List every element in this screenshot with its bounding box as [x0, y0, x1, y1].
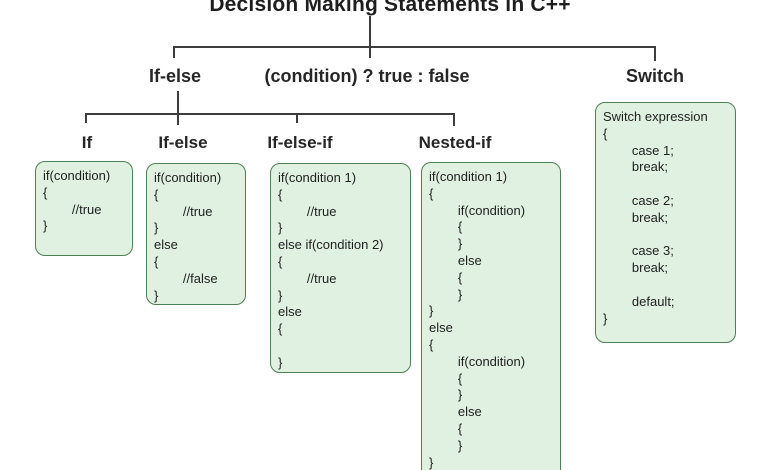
branch-label-if-else: If-else: [148, 66, 202, 86]
branch-label-switch: Switch: [625, 66, 684, 86]
code-box-switch: Switch expression { case 1; break; case …: [595, 102, 736, 343]
branch-label-if-else-2: If-else: [158, 133, 208, 152]
branch-label-ternary: (condition) ? true : false: [264, 66, 470, 86]
branch-label-if-else-if: If-else-if: [267, 133, 333, 152]
connector-tick-if-else: [173, 46, 175, 58]
code-box-if-else: if(condition) { //true } else { //false …: [146, 163, 246, 305]
code-box-if: if(condition) { //true }: [35, 161, 133, 256]
connector-level1-horizontal: [173, 46, 656, 48]
code-box-nested-if: if(condition 1) { if(condition) { } else…: [421, 162, 561, 470]
branch-label-nested-if: Nested-if: [418, 133, 492, 152]
connector-tick-if-else-if: [296, 113, 298, 123]
connector-tick-switch: [654, 46, 656, 61]
connector-tick-nested-if: [453, 113, 455, 126]
code-box-if-else-if: if(condition 1) { //true } else if(condi…: [270, 163, 411, 373]
branch-label-if: If: [81, 133, 93, 152]
connector-if-else-stem: [177, 91, 179, 125]
diagram-title: Decision Making Statements in C++: [209, 0, 571, 16]
connector-tick-if: [85, 113, 87, 123]
connector-title-stem: [369, 16, 371, 58]
connector-level2-horizontal: [85, 113, 455, 115]
